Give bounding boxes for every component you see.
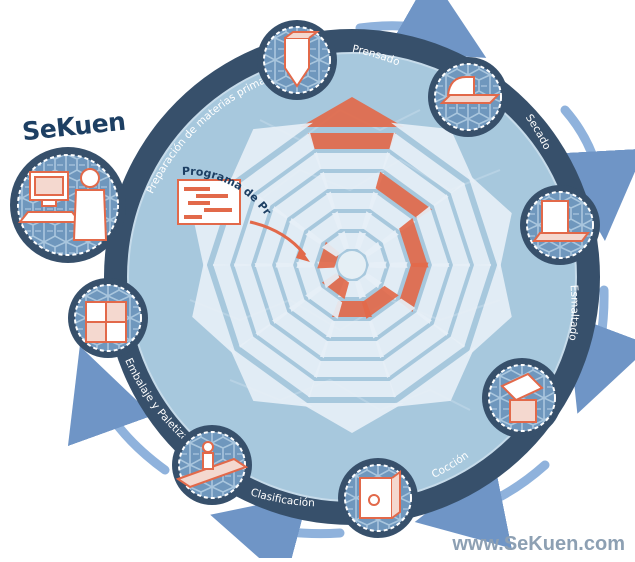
burst-segment xyxy=(314,153,390,169)
burst-segment xyxy=(375,171,432,219)
operator-medallion xyxy=(10,147,126,263)
sorting-icon xyxy=(175,441,249,489)
burst-arrow xyxy=(192,258,340,358)
burst-segment xyxy=(308,133,396,149)
burst-arrowhead xyxy=(391,346,476,408)
burst-segment xyxy=(288,298,336,339)
burst-arrowhead xyxy=(300,97,404,127)
burst-arrow xyxy=(354,122,476,257)
burst-segment xyxy=(399,218,429,268)
burst-segment xyxy=(368,191,416,232)
glazing-icon xyxy=(500,372,544,423)
burst-segment xyxy=(433,263,471,336)
burst-arrowhead xyxy=(300,403,404,433)
burst-segment xyxy=(275,218,305,268)
burst-arrow xyxy=(228,273,350,408)
burst-arrow xyxy=(228,122,350,257)
burst-segment xyxy=(314,361,390,377)
burst-arrowhead xyxy=(391,122,476,184)
burst-arrowhead xyxy=(228,122,313,184)
footer-url[interactable]: www.SeKuen.com xyxy=(452,533,625,555)
burst-segment xyxy=(399,262,429,312)
burst-arrowhead xyxy=(467,258,512,358)
burst-segment xyxy=(364,241,387,269)
operator-icon xyxy=(17,168,108,241)
burst-segment xyxy=(254,206,288,268)
press-icon xyxy=(439,76,501,104)
stage-medallions xyxy=(68,20,600,538)
burst-segment xyxy=(433,194,471,267)
burst-segment xyxy=(416,262,450,324)
burst-segment xyxy=(233,263,271,336)
burst-segment xyxy=(326,321,378,337)
burst-segment xyxy=(368,298,416,339)
burst-segment xyxy=(450,263,492,348)
program-sheet-icon xyxy=(177,179,310,262)
pallet-icon xyxy=(85,301,127,343)
burst-arrowhead xyxy=(192,258,237,358)
stage-esmaltado xyxy=(482,358,562,438)
burst-segment xyxy=(317,261,340,289)
burst-segment xyxy=(272,171,329,219)
burst-segment xyxy=(381,229,408,268)
burst-segment xyxy=(375,311,432,359)
burst-segment xyxy=(272,311,329,359)
burst-arrowhead xyxy=(228,346,313,408)
burst-segment xyxy=(255,152,322,207)
stage-prensado xyxy=(428,57,508,137)
burst-segment xyxy=(389,336,466,398)
flow-arrows xyxy=(67,0,635,562)
kiln-icon xyxy=(359,470,401,519)
burst-segment xyxy=(238,132,315,194)
burst-arrow xyxy=(364,172,512,272)
burst-segment xyxy=(382,323,449,378)
stage-preparacion xyxy=(257,20,337,100)
stage-clasificacion xyxy=(172,425,252,505)
burst-segment xyxy=(255,323,322,378)
stage-secado xyxy=(520,185,600,265)
burst-arrow xyxy=(354,273,476,408)
silo-icon xyxy=(284,31,320,88)
burst-segment xyxy=(382,152,449,207)
burst-segment xyxy=(416,206,450,268)
burst-segment xyxy=(305,211,343,245)
burst-segment xyxy=(254,262,288,324)
burst-segment xyxy=(288,191,336,232)
burst-segment xyxy=(320,173,384,189)
burst-segment xyxy=(275,262,305,312)
stage-coccion xyxy=(338,458,418,538)
burst-segment xyxy=(332,213,372,229)
burst-hub xyxy=(338,251,366,279)
burst-arrow xyxy=(364,258,512,358)
burst-segment xyxy=(233,194,271,267)
burst-segment xyxy=(238,336,315,398)
stage-embalaje xyxy=(68,278,148,358)
burst-segment xyxy=(320,341,384,357)
burst-segment xyxy=(308,381,396,397)
burst-segment xyxy=(389,132,466,194)
dryer-icon xyxy=(532,200,590,242)
burst-segment xyxy=(361,285,399,319)
burst-segment xyxy=(332,301,372,317)
burst-arrow xyxy=(300,97,404,249)
label-esmaltado: Esmaltado xyxy=(566,284,580,341)
burst-segment xyxy=(326,193,378,209)
burst-segment xyxy=(212,263,254,348)
burst-segment xyxy=(296,262,323,301)
burst-arrow xyxy=(300,281,404,433)
burst-segment xyxy=(321,230,350,257)
central-burst xyxy=(192,97,512,433)
burst-segment xyxy=(450,182,492,267)
burst-arrowhead xyxy=(467,172,512,272)
